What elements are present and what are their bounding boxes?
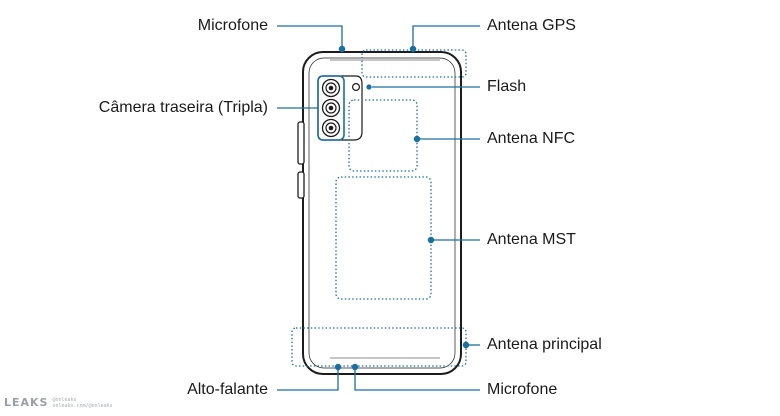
camera-lens-3 (321, 118, 341, 138)
nfc-antenna-area (348, 99, 418, 172)
callout-microfone-bottom (354, 370, 480, 391)
callout-dot-antena-principal (462, 341, 470, 349)
phone-body (302, 51, 462, 375)
callout-dot-antena-mst (427, 236, 435, 244)
label-alto-falante: Alto-falante (187, 381, 268, 398)
callout-alto-falante (277, 370, 339, 391)
mst-antenna-area (335, 176, 432, 300)
flash-marker (366, 84, 372, 90)
label-antena-gps: Antena GPS (487, 17, 576, 34)
watermark-line-1: @onleaks (52, 396, 77, 403)
label-camera: Câmera traseira (Tripla) (98, 99, 268, 116)
callouts (277, 25, 480, 391)
callout-microfone-top (277, 25, 343, 46)
callout-dot-antena-nfc (413, 135, 421, 143)
watermark-text: @onleaks onleaks.com/@onleaks (52, 397, 112, 409)
label-antena-nfc: Antena NFC (487, 130, 576, 147)
label-microfone-bottom: Microfone (487, 381, 558, 398)
callout-dot-microfone-bottom (351, 363, 359, 371)
flash-icon (352, 82, 361, 91)
phone-inner-edge (308, 57, 456, 369)
label-antena-principal: Antena principal (487, 336, 602, 353)
callout-dot-antena-gps (409, 45, 417, 53)
volume-button (297, 121, 305, 165)
label-flash: Flash (487, 78, 527, 95)
watermark-line-2: onleaks.com/@onleaks (52, 402, 113, 409)
callout-dot-microfone-top (338, 45, 346, 53)
callout-dot-alto-falante (334, 363, 342, 371)
watermark: LEAKS @onleaks onleaks.com/@onleaks (4, 396, 113, 409)
camera-lens-2 (321, 98, 341, 118)
gps-antenna-area (361, 49, 467, 78)
callout-antena-gps (412, 25, 480, 46)
phone-outline (302, 51, 462, 375)
power-button (297, 171, 305, 199)
label-microfone-top: Microfone (197, 17, 268, 34)
main-antenna-area (291, 327, 467, 367)
camera-module (317, 75, 372, 141)
watermark-logo: LEAKS (4, 396, 49, 409)
side-buttons (297, 121, 305, 199)
label-antena-mst: Antena MST (487, 231, 576, 248)
camera-lens-1 (321, 78, 341, 98)
